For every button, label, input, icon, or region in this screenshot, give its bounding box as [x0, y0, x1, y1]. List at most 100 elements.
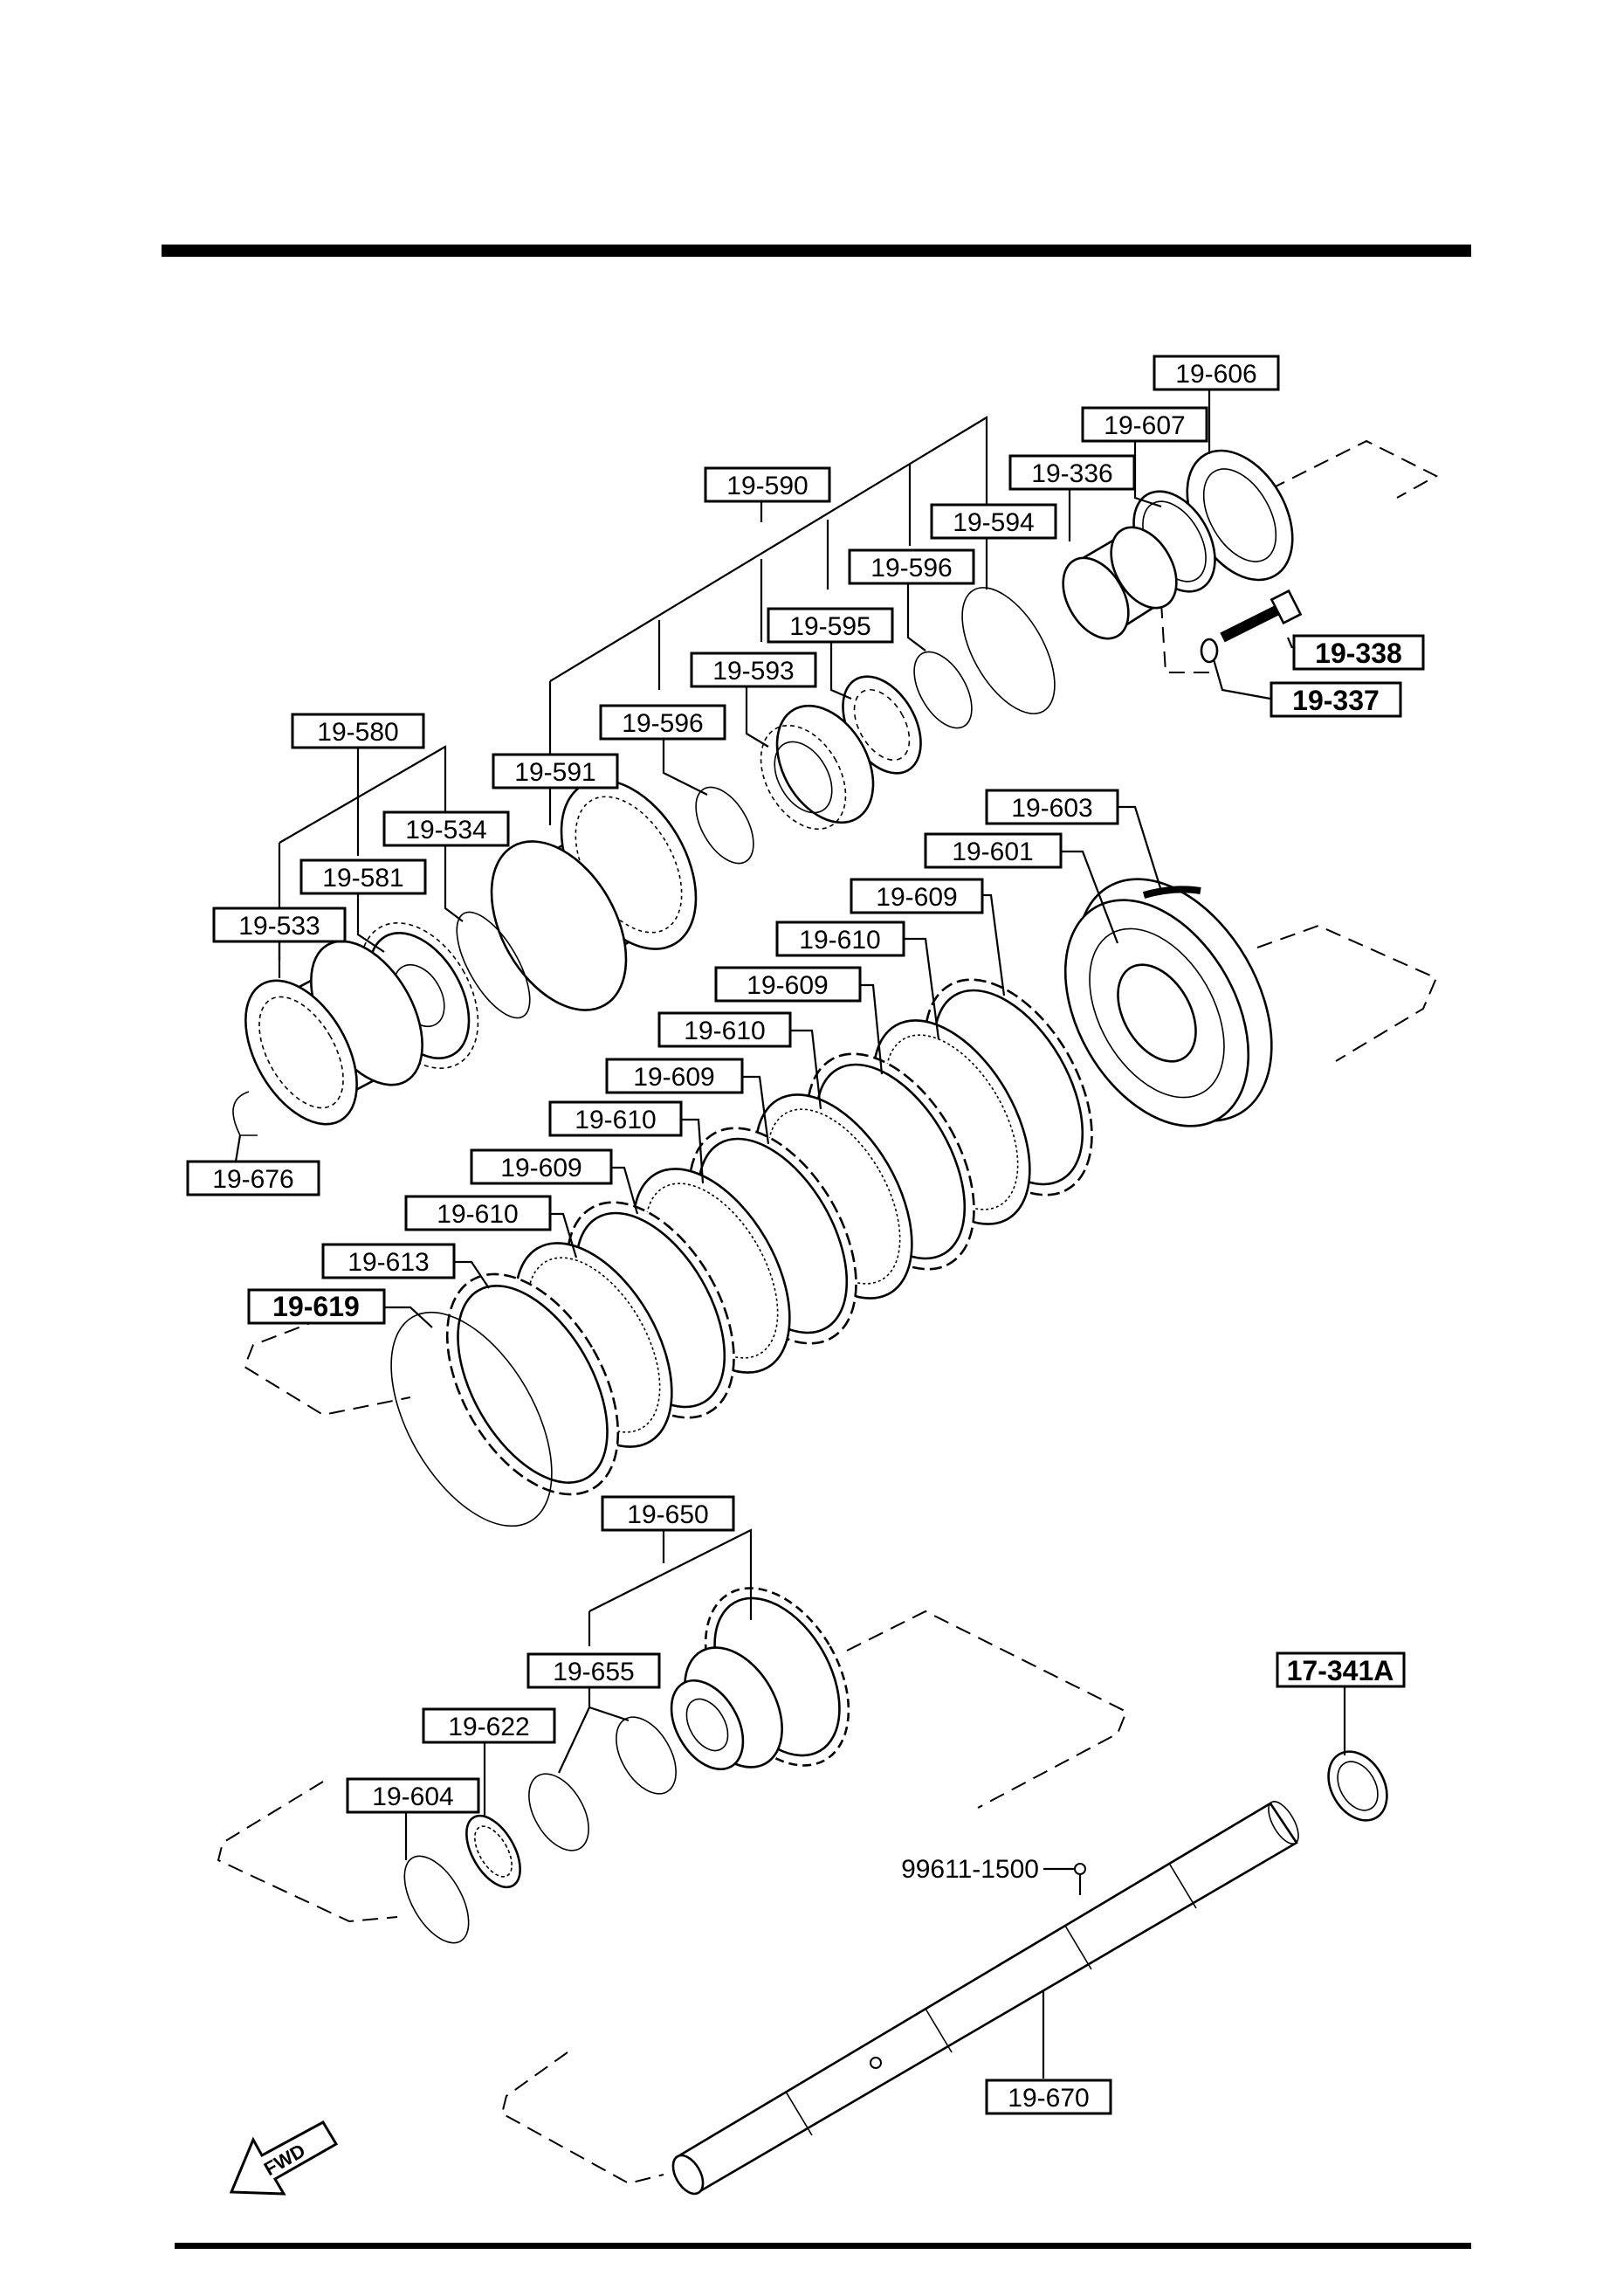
- fwd-arrow-icon: FWD: [229, 2120, 339, 2196]
- part-19-338-bolt: [1220, 589, 1303, 643]
- svg-text:19-596: 19-596: [622, 709, 703, 738]
- svg-text:19-613: 19-613: [348, 1248, 429, 1277]
- svg-text:19-607: 19-607: [1104, 411, 1185, 440]
- part-clutch-pack: [445, 978, 1093, 1496]
- svg-text:19-337: 19-337: [1292, 685, 1380, 716]
- svg-text:19-336: 19-336: [1031, 459, 1112, 488]
- part-19-604-snap-ring: [403, 1855, 470, 1944]
- part-19-337-washer: [1200, 638, 1219, 664]
- callout-19-604: 19-604: [346, 1777, 480, 1814]
- svg-text:19-650: 19-650: [627, 1500, 708, 1529]
- svg-text:19-594: 19-594: [953, 508, 1034, 537]
- svg-text:19-601: 19-601: [952, 838, 1033, 866]
- svg-text:19-604: 19-604: [372, 1782, 453, 1811]
- part-19-533-internal-gear: [244, 940, 423, 1126]
- svg-text:17-341A: 17-341A: [1287, 1655, 1394, 1686]
- callout-19-590: 19-590: [704, 466, 831, 503]
- svg-text:19-595: 19-595: [789, 612, 870, 641]
- svg-text:19-603: 19-603: [1011, 794, 1092, 823]
- part-19-622-thrust-bearing: [465, 1814, 521, 1889]
- svg-text:19-676: 19-676: [212, 1165, 293, 1194]
- callout-19-609-c: 19-609: [605, 1058, 744, 1094]
- callout-17-341A: 17-341A: [1276, 1651, 1406, 1688]
- callout-19-337: 19-337: [1270, 681, 1402, 718]
- callout-19-610-c: 19-610: [548, 1100, 683, 1137]
- callout-19-670: 19-670: [985, 2079, 1112, 2115]
- callout-19-338: 19-338: [1292, 634, 1425, 671]
- part-19-603-seal: [1142, 886, 1201, 899]
- svg-text:19-580: 19-580: [317, 718, 398, 747]
- callout-19-607: 19-607: [1081, 406, 1208, 443]
- svg-text:19-593: 19-593: [712, 657, 794, 686]
- part-19-619-snap-ring: [390, 1311, 553, 1527]
- callout-19-594: 19-594: [930, 503, 1057, 540]
- svg-text:19-338: 19-338: [1315, 638, 1402, 669]
- assembly-outlines: [217, 439, 1439, 2185]
- svg-text:19-534: 19-534: [405, 816, 486, 845]
- callout-19-580: 19-580: [291, 713, 425, 749]
- callout-19-655: 19-655: [526, 1652, 661, 1689]
- leader-lines: [234, 384, 1346, 2079]
- svg-text:19-670: 19-670: [1008, 2084, 1089, 2113]
- callout-19-596-lower: 19-596: [599, 704, 726, 741]
- part-19-650-gear-assembly: [670, 1587, 850, 1771]
- callout-19-581: 19-581: [299, 858, 427, 895]
- callout-19-606: 19-606: [1153, 355, 1280, 391]
- svg-text:19-609: 19-609: [633, 1063, 714, 1092]
- svg-text:19-610: 19-610: [575, 1106, 656, 1134]
- callout-19-593: 19-593: [690, 652, 817, 688]
- part-19-676-clip: [232, 1091, 258, 1136]
- svg-text:19-655: 19-655: [553, 1658, 634, 1686]
- part-19-670-shaft: [671, 1801, 1299, 2196]
- callout-19-336: 19-336: [1008, 454, 1136, 491]
- callout-19-610-d: 19-610: [404, 1195, 552, 1231]
- svg-text:19-619: 19-619: [272, 1291, 360, 1322]
- svg-text:19-590: 19-590: [726, 472, 808, 500]
- callout-19-610-a: 19-610: [775, 920, 905, 957]
- callout-19-595: 19-595: [767, 607, 894, 644]
- svg-text:19-609: 19-609: [500, 1154, 581, 1182]
- part-19-336-bushing: [1062, 526, 1178, 640]
- callout-19-622: 19-622: [422, 1707, 556, 1744]
- svg-text:19-610: 19-610: [437, 1200, 518, 1229]
- part-17-341A-bearing: [1327, 1750, 1388, 1822]
- callout-19-613: 19-613: [321, 1243, 456, 1279]
- svg-text:19-609: 19-609: [747, 971, 828, 1000]
- top-rule: [162, 245, 1471, 257]
- callout-19-603: 19-603: [985, 789, 1119, 825]
- callout-19-610-b: 19-610: [657, 1011, 792, 1048]
- svg-text:19-581: 19-581: [322, 864, 403, 893]
- svg-text:19-609: 19-609: [876, 883, 957, 912]
- part-19-596-snap-ring-upper: [913, 651, 973, 729]
- callout-19-619: 19-619: [247, 1288, 386, 1325]
- part-19-591-clutch-drum: [490, 779, 698, 1011]
- svg-text:19-610: 19-610: [799, 926, 880, 955]
- svg-text:99611-1500: 99611-1500: [901, 1855, 1039, 1884]
- callout-19-533: 19-533: [212, 907, 347, 943]
- svg-text:19-596: 19-596: [870, 554, 952, 583]
- callout-19-609-a: 19-609: [850, 878, 984, 914]
- callout-99611-1500: 99611-1500: [901, 1855, 1039, 1884]
- svg-text:19-533: 19-533: [238, 912, 320, 941]
- callout-19-596-upper: 19-596: [848, 548, 975, 585]
- callout-19-534: 19-534: [382, 810, 510, 847]
- part-19-601-piston: [1063, 878, 1273, 1127]
- part-19-655-seal-ring-b: [528, 1773, 589, 1851]
- part-19-594-snap-ring: [961, 587, 1056, 714]
- callout-19-609-d: 19-609: [470, 1148, 613, 1185]
- part-19-593-hub: [760, 704, 875, 831]
- part-19-534-snap-ring: [456, 911, 531, 1019]
- svg-text:19-606: 19-606: [1175, 360, 1256, 389]
- callout-19-601: 19-601: [924, 832, 1063, 869]
- part-19-596-snap-ring-lower: [695, 786, 754, 865]
- callout-19-591: 19-591: [492, 753, 619, 789]
- svg-text:19-622: 19-622: [448, 1713, 529, 1741]
- part-99611-1500-plug: [1074, 1863, 1086, 1875]
- callout-19-609-b: 19-609: [714, 966, 862, 1003]
- bottom-rule: [175, 2243, 1471, 2249]
- svg-text:19-591: 19-591: [514, 758, 595, 787]
- svg-text:19-610: 19-610: [684, 1017, 765, 1045]
- callout-19-676: 19-676: [186, 1160, 320, 1196]
- callout-19-650: 19-650: [601, 1495, 735, 1532]
